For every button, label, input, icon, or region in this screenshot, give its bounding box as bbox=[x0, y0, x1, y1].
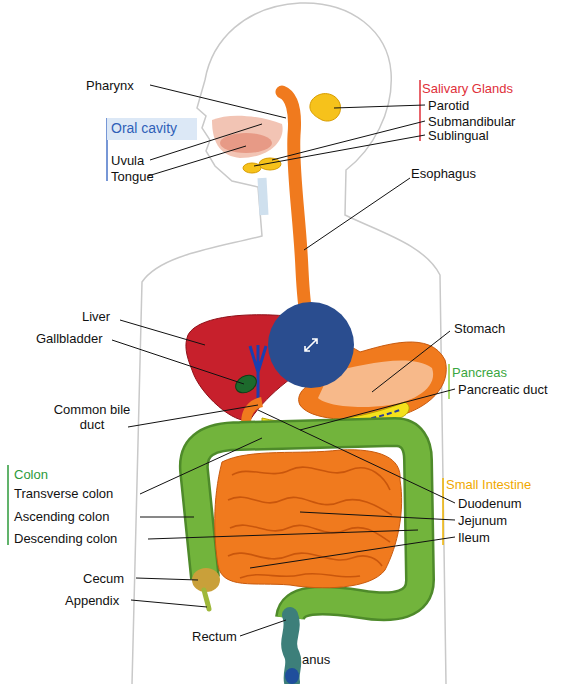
part-label: Cecum bbox=[83, 571, 124, 586]
part-label: Colon bbox=[14, 467, 48, 482]
parotid-gland bbox=[310, 94, 341, 121]
part-label: Pharynx bbox=[86, 78, 134, 93]
part-label: Salivary Glands bbox=[422, 81, 513, 96]
leader-lines bbox=[112, 85, 455, 636]
tongue-shape bbox=[220, 133, 272, 153]
part-label: Duodenum bbox=[458, 496, 522, 511]
part-label: Uvula bbox=[111, 153, 144, 168]
part-label: Submandibular bbox=[428, 114, 515, 129]
gallbladder-shape bbox=[232, 372, 259, 397]
group-bracket bbox=[419, 80, 421, 141]
part-label: Gallbladder bbox=[36, 331, 103, 346]
expand-button bbox=[268, 302, 354, 388]
part-label: Transverse colon bbox=[14, 486, 113, 501]
part-label: Descending colon bbox=[14, 531, 117, 546]
appendix-shape bbox=[204, 590, 209, 609]
group-heading: Oral cavity bbox=[111, 121, 193, 136]
part-label: Small Intestine bbox=[446, 477, 531, 492]
part-label: Appendix bbox=[65, 593, 119, 608]
expand-icon bbox=[305, 339, 317, 351]
part-label: Sublingual bbox=[428, 128, 489, 143]
part-label: Esophagus bbox=[411, 166, 476, 181]
part-label: Parotid bbox=[428, 98, 469, 113]
part-label: Liver bbox=[82, 309, 110, 324]
part-label: Pancreas bbox=[452, 365, 507, 380]
intestine-coils bbox=[228, 467, 392, 578]
group-bracket bbox=[7, 465, 9, 545]
anus-shape bbox=[285, 668, 299, 684]
bile-ducts bbox=[250, 345, 266, 405]
group-bracket bbox=[442, 478, 444, 545]
heading-band: Oral cavity bbox=[107, 118, 197, 140]
part-label: Pancreatic duct bbox=[458, 382, 548, 397]
sublingual-gland bbox=[243, 163, 261, 173]
colon-outline bbox=[194, 432, 420, 618]
part-label: Ileum bbox=[458, 530, 490, 545]
part-label: Ascending colon bbox=[14, 509, 109, 524]
part-label: anus bbox=[302, 652, 330, 667]
colon-tube bbox=[194, 432, 420, 618]
part-label: Common bile duct bbox=[52, 402, 132, 432]
part-label: Tongue bbox=[111, 169, 154, 184]
small-intestine-shape bbox=[215, 450, 402, 588]
group-bracket bbox=[448, 364, 450, 399]
part-label: Jejunum bbox=[458, 513, 507, 528]
trachea bbox=[262, 178, 264, 215]
body-outline bbox=[132, 3, 446, 684]
part-label: Stomach bbox=[454, 321, 505, 336]
part-label: Rectum bbox=[192, 629, 237, 644]
